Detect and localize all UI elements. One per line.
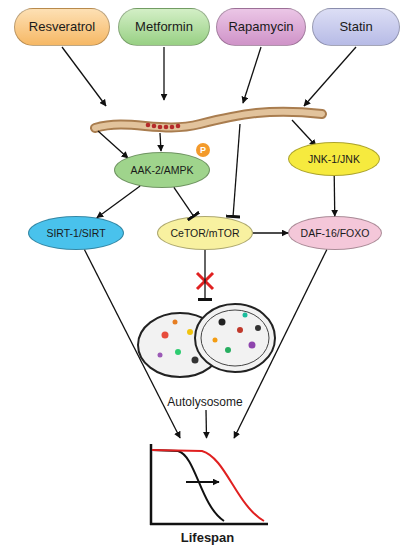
node-label: AAK-2/AMPK (130, 164, 193, 176)
node-label: Rapamycin (228, 20, 293, 35)
pathway-ellipse: SIRT-1/SIRT (28, 216, 124, 250)
cargo-dot (237, 327, 243, 333)
worm-egg (164, 125, 169, 130)
signal-arrow (292, 120, 316, 146)
worm-body (95, 112, 322, 128)
node-label: Metformin (135, 20, 193, 35)
pathway-ellipse: JNK-1/JNK (288, 142, 380, 176)
arrow-connector (234, 250, 327, 438)
node-label: Lifespan (181, 531, 234, 546)
cargo-dot (249, 342, 256, 349)
survival-curve (152, 450, 224, 521)
autolysosome-node: Autolysosome (140, 300, 270, 410)
node-label: JNK-1/JNK (308, 153, 360, 165)
arrow-connector (253, 232, 288, 233)
cargo-dot (213, 338, 218, 343)
inhibition-connector (204, 250, 205, 300)
compound-box: Metformin (118, 8, 210, 46)
worm-body (95, 112, 322, 128)
node-label: Statin (339, 20, 372, 35)
cargo-dot (175, 349, 181, 355)
shift-arrow (186, 481, 219, 483)
node-label: SIRT-1/SIRT (46, 227, 105, 239)
arrow-connector (205, 410, 207, 438)
arrow-connector (97, 186, 140, 218)
survival-curve (152, 450, 264, 521)
node-label: Resveratrol (29, 20, 95, 35)
inhibition-line (233, 124, 240, 217)
compound-box: Resveratrol (14, 8, 110, 46)
blocked-cross (197, 273, 213, 289)
autolysosome-membrane (201, 310, 269, 366)
pathway-ellipse: CeTOR/mTOR (157, 216, 253, 250)
autolysosome-membrane (195, 304, 275, 372)
arrow-connector (84, 250, 180, 438)
inhibition-connector (174, 187, 194, 216)
cargo-dot (173, 320, 178, 325)
phosphate-circle: P (196, 143, 210, 157)
graph-axis (150, 523, 268, 526)
treatment-arrow (62, 47, 106, 106)
compound-box: Rapamycin (216, 8, 306, 46)
pathway-ellipse: DAF-16/FOXO (288, 216, 382, 250)
signal-arrow (160, 133, 161, 151)
lifespan-node: Lifespan (145, 438, 270, 546)
cargo-dot (225, 347, 231, 353)
worm-egg (170, 125, 175, 130)
cargo-dot (158, 353, 163, 358)
compound-box: Statin (312, 8, 400, 46)
node-label: CeTOR/mTOR (170, 227, 239, 239)
treatment-arrow (163, 47, 164, 100)
cargo-dot (243, 313, 248, 318)
worm-egg (152, 124, 157, 129)
node-label: DAF-16/FOXO (301, 227, 370, 239)
graph-axis (150, 444, 153, 525)
worm-egg (158, 125, 163, 130)
signal-arrow (98, 131, 128, 158)
pathway-ellipse: AAK-2/AMPK (114, 152, 210, 188)
cargo-dot (219, 319, 226, 326)
cargo-dot (192, 357, 199, 364)
treatment-arrow (243, 47, 261, 103)
cargo-dot (162, 332, 169, 339)
treatment-arrow (304, 47, 356, 106)
worm-egg (146, 123, 151, 128)
node-label: P (200, 145, 206, 155)
arrow-connector (334, 176, 336, 216)
node-label: Autolysosome (167, 396, 242, 410)
cargo-dot (187, 329, 193, 335)
blocked-cross (197, 273, 213, 289)
cargo-dot (255, 325, 261, 331)
worm-egg (176, 124, 181, 129)
